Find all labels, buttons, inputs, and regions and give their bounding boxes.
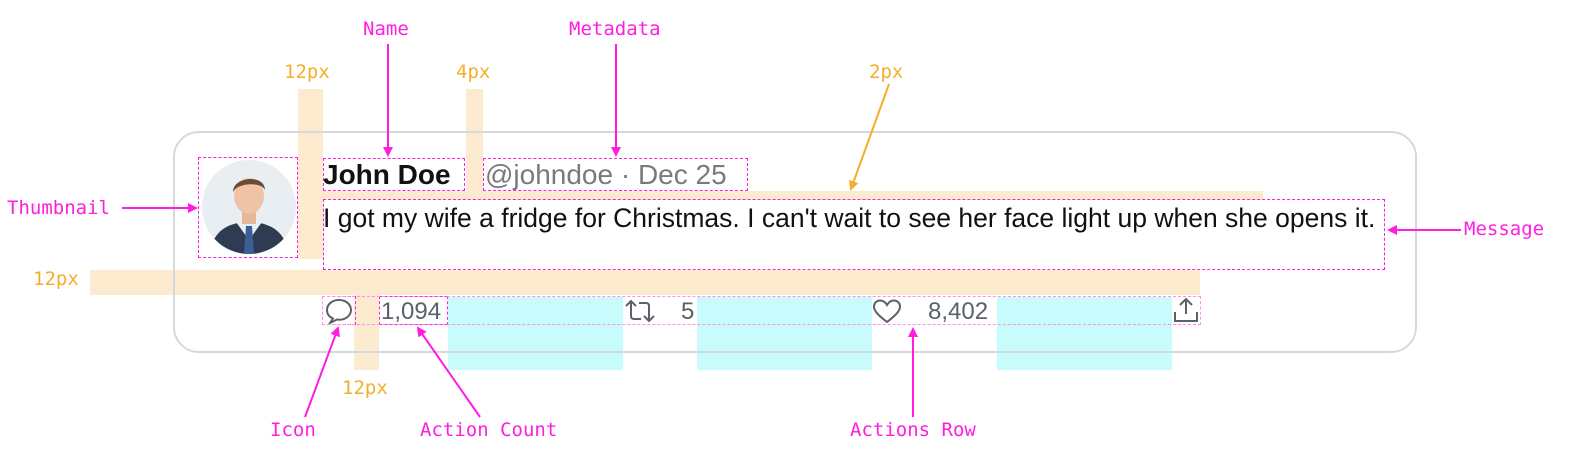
thumbnail-box	[198, 157, 298, 258]
heart-icon[interactable]	[872, 298, 902, 324]
actions-row-box	[322, 296, 1201, 325]
label-message: Message	[1464, 218, 1545, 240]
like-count: 8,402	[928, 298, 989, 325]
message-box	[323, 199, 1385, 270]
tweet-card	[173, 131, 1417, 353]
metadata-box	[483, 158, 748, 191]
tweet-message: I got my wife a fridge for Christmas. I …	[323, 203, 1376, 233]
icon-arrow	[304, 326, 340, 418]
flex-space-2	[697, 297, 872, 370]
label-actions-row: Actions Row	[850, 419, 976, 441]
flex-space-1	[448, 297, 623, 370]
label-metadata: Metadata	[569, 18, 661, 40]
reply-count: 1,094	[381, 298, 442, 325]
action-count-arrow	[416, 326, 481, 418]
person-portrait-icon	[202, 160, 296, 254]
name-box	[323, 158, 465, 191]
name-meta-gap-guide	[466, 89, 483, 191]
user-name[interactable]: John Doe	[323, 159, 451, 190]
header-message-gap-guide	[323, 191, 1263, 200]
measure-header-message-gap: 2px	[869, 61, 904, 83]
label-action-count: Action Count	[420, 419, 558, 441]
measure-thumb-gap: 12px	[284, 61, 330, 83]
measure-icon-count-gap: 12px	[342, 377, 388, 399]
reply-icon[interactable]	[324, 297, 354, 325]
flex-space-3	[997, 297, 1172, 370]
measure-name-meta-gap: 4px	[456, 61, 491, 83]
message-actions-gap-guide	[90, 270, 1200, 295]
thumb-gap-guide	[298, 89, 323, 259]
label-name: Name	[363, 18, 409, 40]
gap-2px-arrow	[849, 83, 890, 191]
label-icon: Icon	[270, 419, 316, 441]
retweet-count: 5	[681, 298, 695, 325]
avatar[interactable]	[202, 160, 296, 254]
measure-message-actions-gap: 12px	[33, 268, 79, 290]
icon-count-gap-guide	[354, 295, 379, 370]
label-thumbnail: Thumbnail	[7, 197, 110, 219]
user-metadata[interactable]: @johndoe · Dec 25	[485, 159, 727, 190]
share-icon[interactable]	[1172, 296, 1200, 324]
retweet-icon[interactable]	[623, 298, 657, 324]
